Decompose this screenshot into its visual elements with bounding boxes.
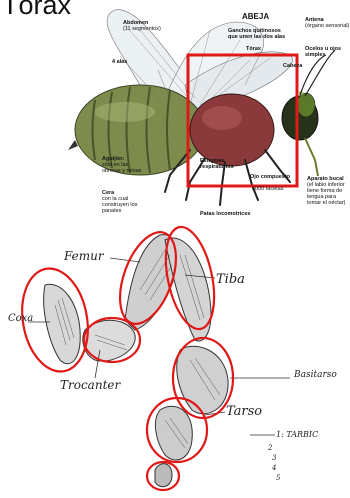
label-tarsomere: 1: TARBIC — [276, 430, 318, 439]
label-n4: 4 — [272, 464, 276, 472]
label-trochanter: Trocanter — [60, 378, 120, 392]
label-tarso: Tarso — [226, 404, 262, 419]
label-n2: 2 — [268, 444, 272, 452]
label-n3: 3 — [272, 454, 276, 462]
label-coxa: Coxa — [8, 313, 33, 324]
label-basitarso: Basitarso — [294, 370, 337, 380]
label-femur: Femur — [64, 249, 104, 263]
label-n5: 5 — [276, 474, 280, 482]
label-tibia: Tiba — [216, 272, 245, 287]
